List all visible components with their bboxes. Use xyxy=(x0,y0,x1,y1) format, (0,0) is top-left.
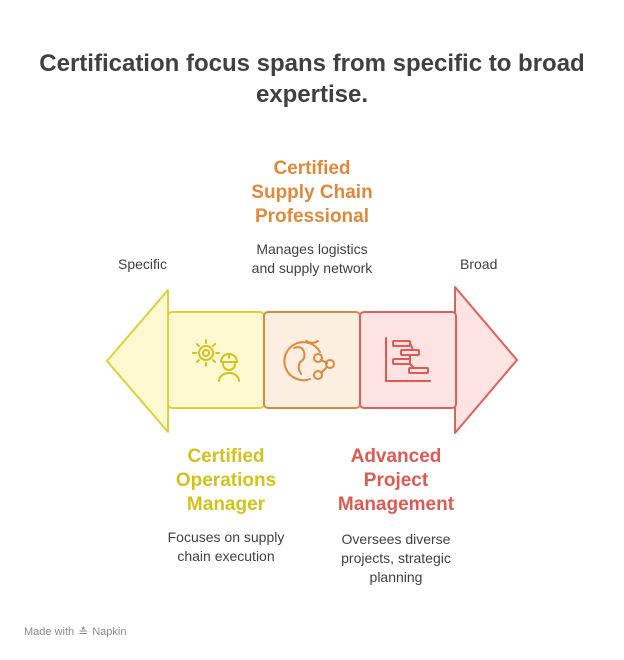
stage-label-3: Advanced Project Management xyxy=(337,446,455,515)
end-label-broad: Broad xyxy=(460,256,498,272)
gantt-chart-icon xyxy=(385,337,431,382)
right-arrow-head xyxy=(454,286,518,434)
globe-network-icon xyxy=(283,340,335,382)
brand-name: Napkin xyxy=(92,626,127,638)
stage-box-2 xyxy=(263,311,361,409)
made-with-text: Made with xyxy=(24,626,75,638)
gear-worker-icon xyxy=(192,339,240,382)
stage-label-2: Certified Supply Chain Professional xyxy=(251,158,373,227)
stage-box-1 xyxy=(167,311,265,409)
napkin-logo-icon: ≛ xyxy=(78,625,89,639)
stage-label-1: Certified Operations Manager xyxy=(175,446,277,515)
stage-description-1: Focuses on supply chain execution xyxy=(167,529,285,564)
end-label-specific: Specific xyxy=(118,256,168,272)
left-arrow-head xyxy=(106,289,169,433)
diagram-title: Certification focus spans from specific … xyxy=(39,50,585,108)
made-with-napkin-badge[interactable]: Made with ≛ Napkin xyxy=(24,625,126,639)
stage-description-3: Oversees diverse projects, strategic pla… xyxy=(341,531,451,585)
stage-description-2: Manages logistics and supply network xyxy=(251,241,373,276)
